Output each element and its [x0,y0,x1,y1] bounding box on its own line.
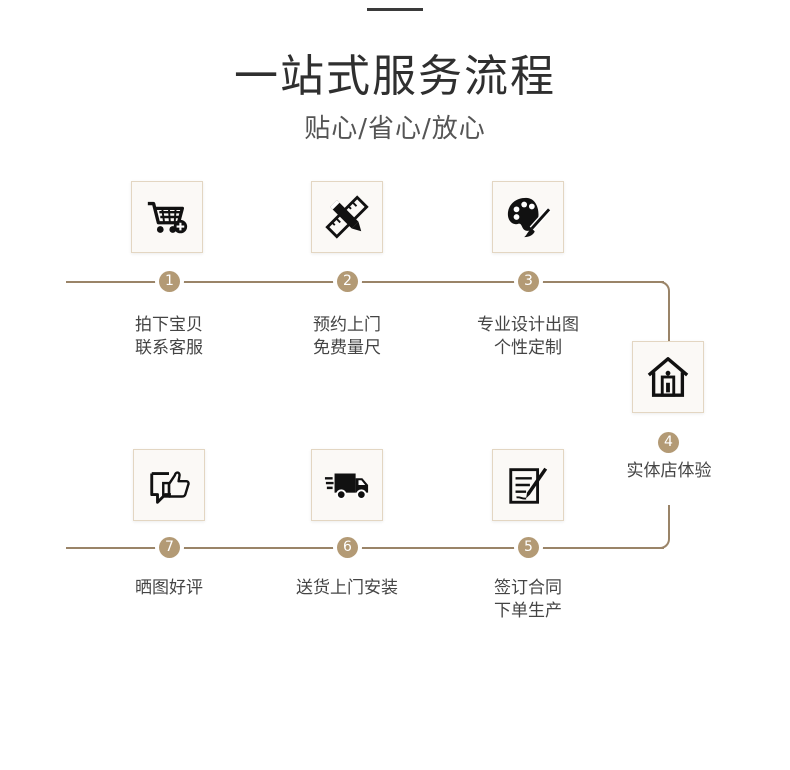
contract-pen-icon [509,467,548,504]
step-6-icon-box [311,449,383,521]
step-7-label-line1: 晒图好评 [135,578,203,598]
shopping-cart-add-icon [147,201,188,234]
step-1-label: 拍下宝贝 联系客服 [89,314,249,360]
flow-line-bottom [66,547,664,549]
step-4-label-line1: 实体店体验 [626,461,712,481]
step-5-label: 签订合同 下单生产 [448,577,608,623]
step-6-label-line1: 送货上门安装 [296,578,398,598]
step-2-label: 预约上门 免费量尺 [267,314,427,360]
flow-line-right-upper [668,295,670,341]
page-title: 一站式服务流程 [234,51,556,102]
page-subtitle: 贴心/省心/放心 [304,114,486,144]
step-2-label-line1: 预约上门 [313,315,381,335]
step-3-number: 3 [518,271,539,292]
step-5-number: 5 [518,537,539,558]
ruler-pencil-icon [325,195,369,239]
step-5-icon-box [492,449,564,521]
flow-line-top [66,281,664,283]
house-icon [647,357,689,397]
step-7-number: 7 [159,537,180,558]
step-3-label: 专业设计出图 个性定制 [448,314,608,360]
step-1-icon-box [131,181,203,253]
step-6-label: 送货上门安装 [267,577,427,600]
delivery-truck-icon [324,473,369,500]
step-1-label-line2: 联系客服 [135,338,203,358]
step-4-number: 4 [658,432,679,453]
top-divider [367,8,423,11]
step-2-icon-box [311,181,383,253]
step-2-label-line2: 免费量尺 [313,338,381,358]
step-1-label-line1: 拍下宝贝 [135,315,203,335]
flow-line-right-lower [668,505,670,535]
step-3-icon-box [492,181,564,253]
step-5-label-line2: 下单生产 [494,601,562,621]
step-7-icon-box [133,449,205,521]
palette-brush-icon [507,197,551,238]
step-7-label: 晒图好评 [89,577,249,600]
step-4-label: 实体店体验 [589,460,749,483]
step-2-number: 2 [337,271,358,292]
step-3-label-line2: 个性定制 [494,338,562,358]
step-3-label-line1: 专业设计出图 [477,315,579,335]
step-6-number: 6 [337,537,358,558]
step-1-number: 1 [159,271,180,292]
step-5-label-line1: 签订合同 [494,578,562,598]
flow-line-top-corner [652,281,670,299]
thumbs-up-chat-icon [150,471,190,504]
step-4-icon-box [632,341,704,413]
